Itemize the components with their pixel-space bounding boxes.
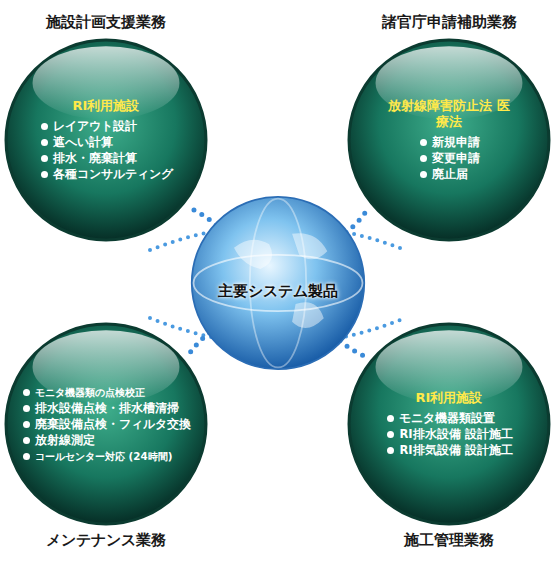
sphere-content: 主要システム製品 (190, 195, 366, 371)
sphere-content: RI利用施設レイアウト設計遮へい計算排水・廃棄計算各種コンサルティング (4, 38, 208, 242)
sphere-body (349, 40, 549, 240)
sphere-title: 放射線障害防止法 医療法 (384, 98, 514, 130)
globe-body (192, 197, 364, 369)
sphere-content: 放射線障害防止法 医療法新規申請変更申請廃止届 (347, 38, 551, 242)
sphere-title: RI利用施設 (416, 390, 483, 406)
bullet-item: モニタ機器類の点検校正 (21, 384, 145, 400)
bullet-list: モニタ機器類設置RI排水設備 設計施工RI排気設備 設計施工 (385, 410, 512, 458)
service-sphere: RI利用施設モニタ機器類設置RI排水設備 設計施工RI排気設備 設計施工施工管理… (347, 322, 551, 552)
bullet-list: モニタ機器類の点検校正排水設備点検・排水槽清掃廃棄設備点検・フィルタ交換放射線測… (21, 384, 191, 464)
service-heading: メンテナンス業務 (0, 530, 218, 550)
sphere-body (6, 324, 206, 524)
bullet-item: 排水・廃棄計算 (39, 150, 137, 166)
service-sphere: 放射線障害防止法 医療法新規申請変更申請廃止届諸官庁申請補助業務 (347, 12, 551, 242)
bullet-item: レイアウト設計 (39, 118, 137, 134)
bullet-item: 放射線測定 (21, 432, 95, 448)
bullet-item: コールセンター対応 (24時間) (21, 448, 185, 464)
service-heading: 施設計画支援業務 (0, 12, 218, 32)
bullet-item: 各種コンサルティング (39, 166, 173, 182)
service-heading: 諸官庁申請補助業務 (337, 12, 555, 32)
globe-ring (194, 255, 363, 311)
service-heading: 施工管理業務 (337, 530, 555, 550)
sphere-shape: 放射線障害防止法 医療法新規申請変更申請廃止届 (347, 38, 551, 242)
globe-shape: 主要システム製品 (190, 195, 366, 371)
globe-label: 主要システム製品 (218, 282, 338, 301)
sphere-shape: RI利用施設モニタ機器類設置RI排水設備 設計施工RI排気設備 設計施工 (347, 322, 551, 526)
bullet-item: モニタ機器類設置 (385, 410, 495, 426)
sphere-title: RI利用施設 (73, 98, 140, 114)
bullet-item: 排水設備点検・排水槽清掃 (21, 400, 179, 416)
sphere-content: モニタ機器類の点検校正排水設備点検・排水槽清掃廃棄設備点検・フィルタ交換放射線測… (4, 322, 208, 526)
sphere-body (6, 40, 206, 240)
bullet-item: 新規申請 (418, 134, 480, 150)
service-sphere: モニタ機器類の点検校正排水設備点検・排水槽清掃廃棄設備点検・フィルタ交換放射線測… (4, 322, 208, 552)
bullet-item: RI排水設備 設計施工 (385, 426, 512, 442)
sphere-content: RI利用施設モニタ機器類設置RI排水設備 設計施工RI排気設備 設計施工 (347, 322, 551, 526)
bullet-item: RI排気設備 設計施工 (385, 442, 512, 458)
bullet-item: 遮へい計算 (39, 134, 113, 150)
sphere-shape: RI利用施設レイアウト設計遮へい計算排水・廃棄計算各種コンサルティング (4, 38, 208, 242)
sphere-shape: モニタ機器類の点検校正排水設備点検・排水槽清掃廃棄設備点検・フィルタ交換放射線測… (4, 322, 208, 526)
bullet-item: 廃棄設備点検・フィルタ交換 (21, 416, 191, 432)
bullet-list: レイアウト設計遮へい計算排水・廃棄計算各種コンサルティング (39, 118, 173, 182)
sphere-body (349, 324, 549, 524)
globe-node: 主要システム製品 (190, 195, 366, 371)
service-sphere: RI利用施設レイアウト設計遮へい計算排水・廃棄計算各種コンサルティング施設計画支… (4, 12, 208, 242)
bullet-item: 変更申請 (418, 150, 480, 166)
bullet-list: 新規申請変更申請廃止届 (418, 134, 480, 182)
bullet-item: 廃止届 (418, 166, 468, 182)
sphere-highlight (33, 46, 180, 119)
globe-continents (234, 233, 327, 328)
